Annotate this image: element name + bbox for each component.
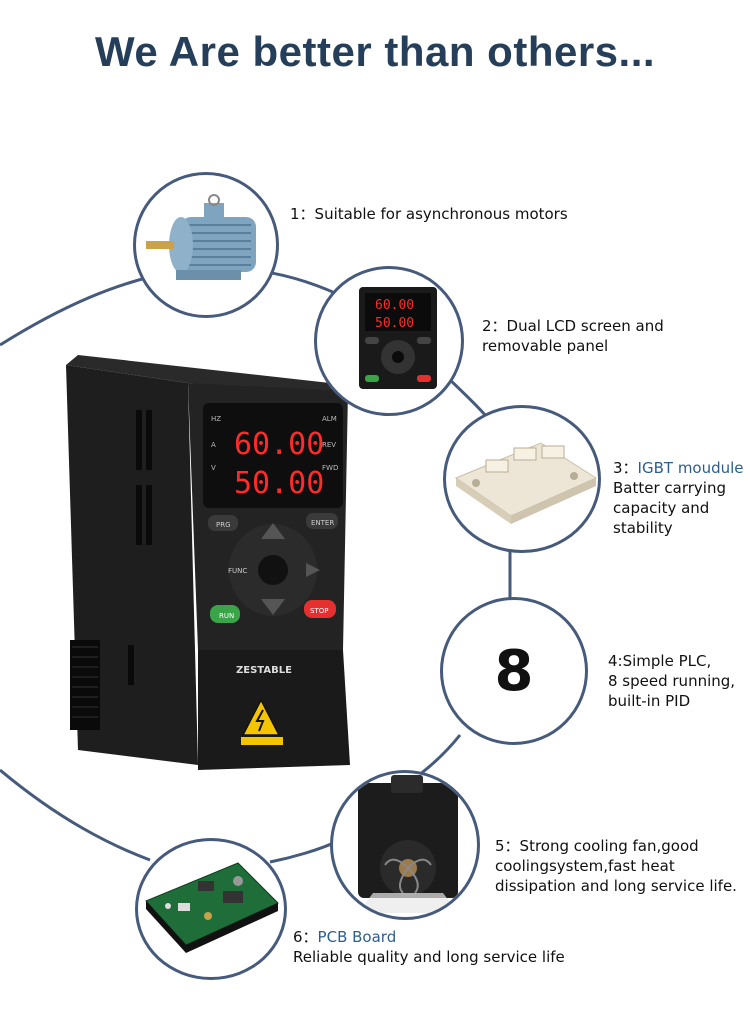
feature-3-desc-line: Batter carrying — [613, 479, 726, 497]
panel-image: 60.00 50.00 — [359, 287, 437, 389]
panel-display-top: 60.00 — [375, 298, 414, 313]
func-button: FUNC — [228, 567, 247, 575]
display-top: 60.00 — [234, 427, 324, 462]
feature-3-text: IGBT moudule — [637, 459, 744, 477]
feature-3-desc-line: capacity and — [613, 499, 710, 517]
stop-button: STOP — [310, 607, 328, 615]
feature-3-number: 3： — [613, 459, 638, 477]
igbt-circle — [443, 405, 601, 553]
feature-6-text: PCB Board — [317, 928, 397, 946]
prg-button: PRG — [216, 521, 231, 529]
feature-5-desc-line: coolingsystem,fast heat — [495, 857, 675, 875]
feature-5-number: 5： — [495, 837, 520, 855]
feature-6-desc: Reliable quality and long service life — [293, 948, 565, 966]
feature-2-text: Dual LCD screen and — [506, 317, 664, 335]
motor-circle — [133, 172, 279, 318]
device-brand: ZESTABLE — [236, 665, 292, 676]
indicator-v: V — [211, 464, 216, 472]
feature-1-text: Suitable for asynchronous motors — [314, 205, 568, 223]
pcb-image — [145, 862, 279, 953]
fan-image — [358, 775, 458, 913]
display-bottom: 50.00 — [234, 466, 324, 501]
enter-button: ENTER — [311, 519, 334, 527]
feature-4-number: 4: — [608, 652, 623, 670]
feature-2-desc: removable panel — [482, 337, 609, 355]
motor-image — [146, 194, 256, 280]
big-number: 8 — [494, 638, 534, 704]
feature-1-number: 1： — [290, 205, 315, 223]
feature-4-desc-line: built-in PID — [608, 692, 691, 710]
feature-4-desc-line: 8 speed running, — [608, 672, 736, 690]
igbt-image — [454, 442, 598, 524]
feature-4: 4:Simple PLC, 8 speed running, built-in … — [608, 651, 735, 711]
indicator-rev: REV — [322, 441, 336, 449]
feature-3-desc-line: stability — [613, 519, 673, 537]
page-title: We Are better than others... — [94, 28, 656, 75]
feature-6: 6：PCB Board Reliable quality and long se… — [293, 927, 565, 967]
warning-icon — [241, 698, 281, 736]
panel-circle: 60.00 50.00 — [314, 266, 464, 416]
run-button: RUN — [219, 612, 234, 620]
feature-6-number: 6： — [293, 928, 318, 946]
feature-1: 1：Suitable for asynchronous motors — [290, 204, 568, 224]
inverter-device: HZ A V ALM REV FWD 60.00 50.00 PRG ENTER… — [66, 355, 350, 770]
feature-2-number: 2： — [482, 317, 507, 335]
feature-5-desc-line: dissipation and long service life. — [495, 877, 737, 895]
feature-3: 3：IGBT moudule Batter carrying capacity … — [613, 458, 744, 538]
indicator-fwd: FWD — [322, 464, 338, 472]
indicator-hz: HZ — [211, 415, 221, 423]
panel-display-bottom: 50.00 — [375, 316, 414, 331]
feature-5-text: Strong cooling fan,good — [519, 837, 699, 855]
eight-circle: 8 — [440, 597, 588, 745]
fan-circle — [330, 770, 480, 920]
feature-5: 5：Strong cooling fan,good coolingsystem,… — [495, 836, 737, 896]
pcb-circle — [135, 838, 287, 980]
indicator-alm: ALM — [322, 415, 337, 423]
feature-2: 2：Dual LCD screen and removable panel — [482, 316, 664, 356]
indicator-a: A — [211, 441, 216, 449]
feature-4-text: Simple PLC, — [622, 652, 712, 670]
